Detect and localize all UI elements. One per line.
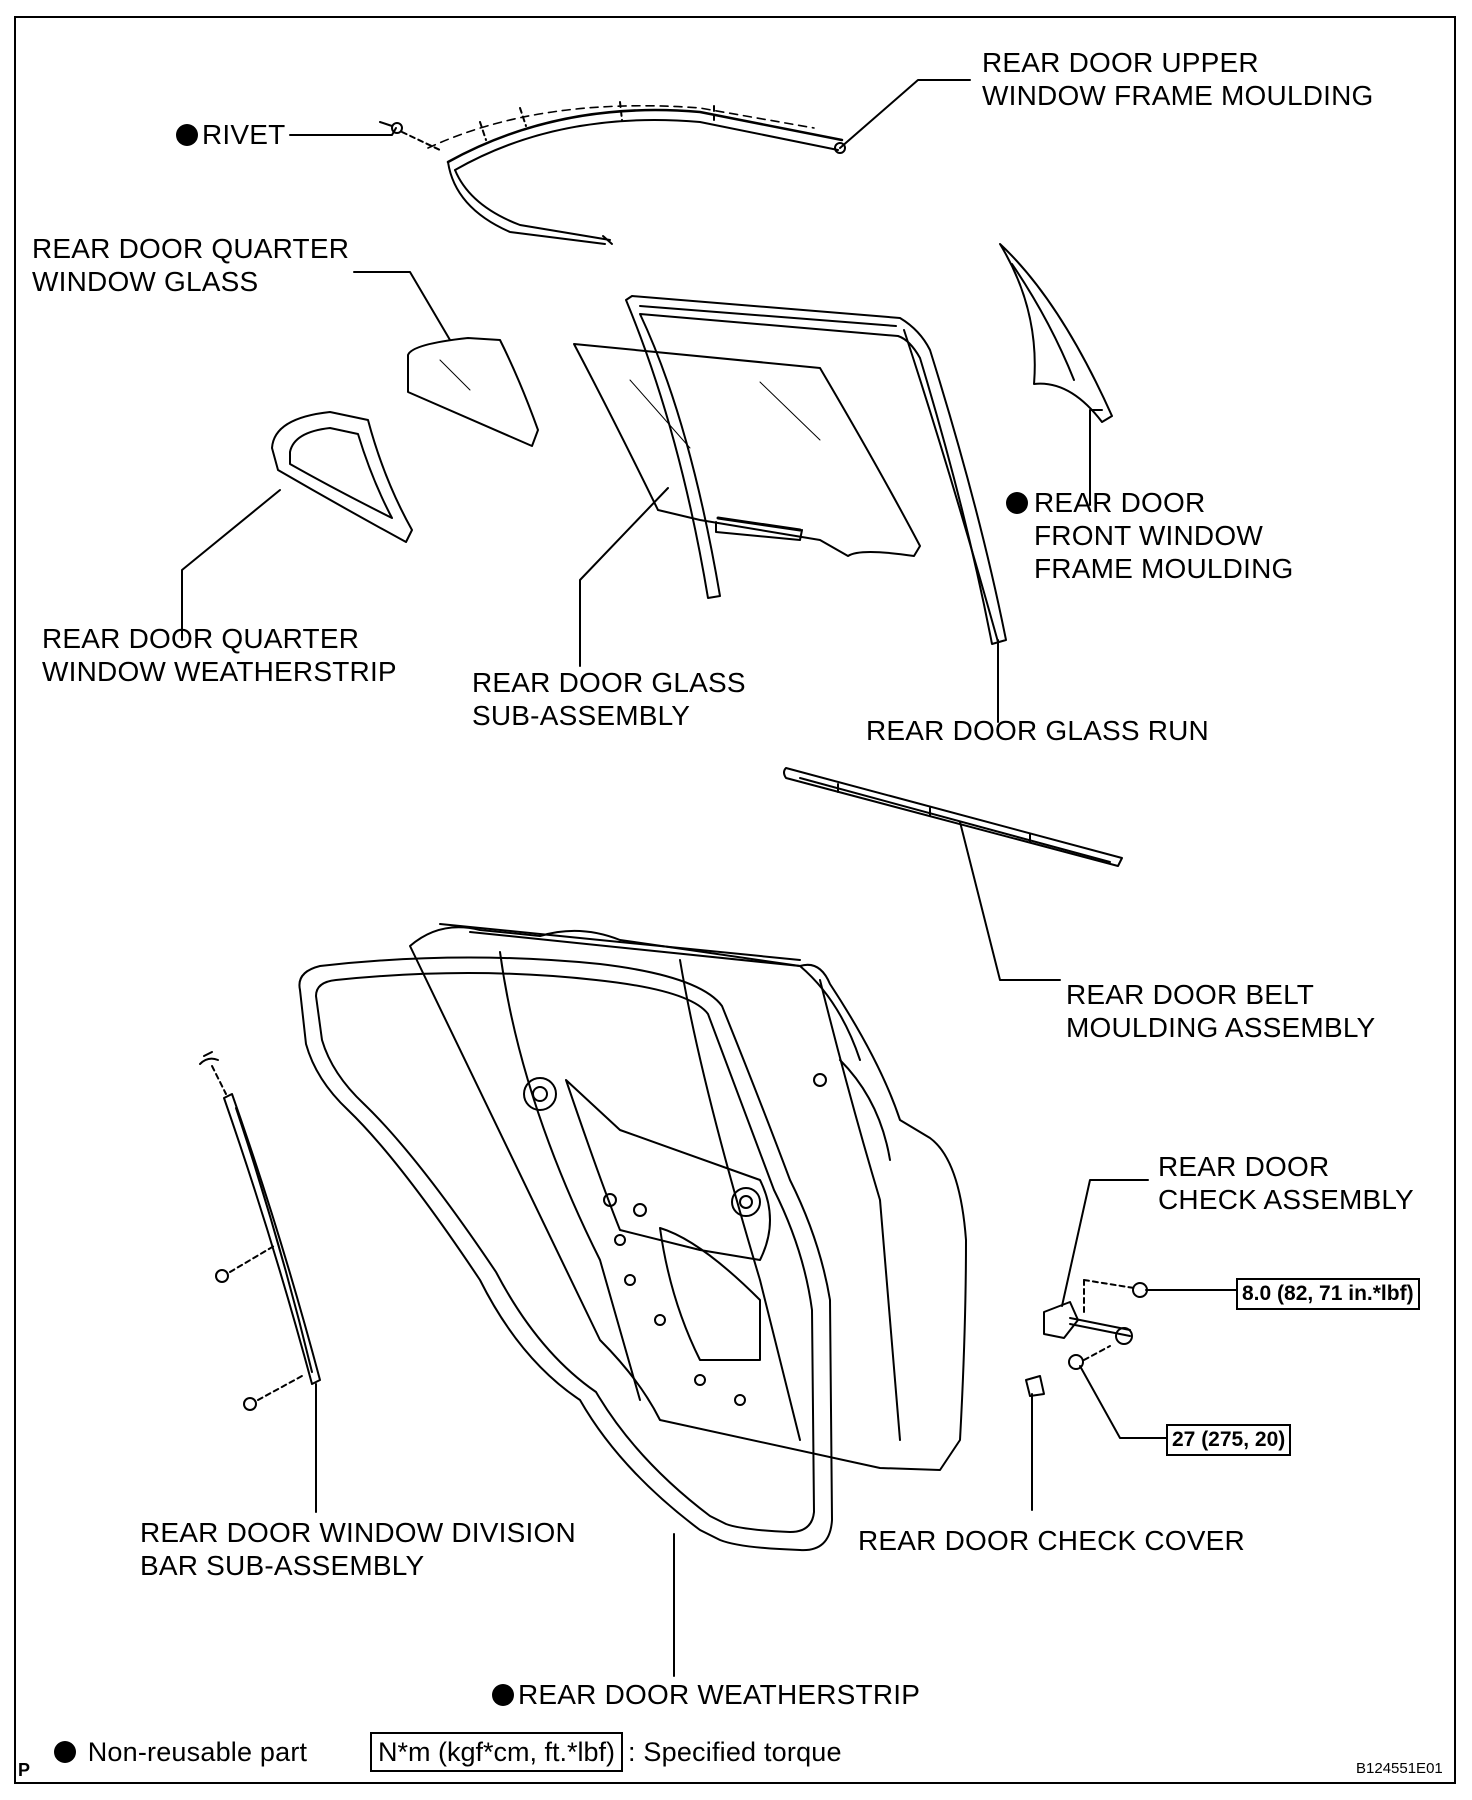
label-glass-run: REAR DOOR GLASS RUN — [866, 715, 1209, 746]
label-belt-moulding-assembly: REAR DOOR BELT MOULDING ASSEMBLY — [1066, 979, 1376, 1043]
rivet-part — [379, 121, 441, 151]
quarter-window-weatherstrip — [271, 411, 413, 543]
door-glass-subassembly — [573, 343, 921, 557]
torque-spec-check-bolt: 27 (275, 20) — [1166, 1424, 1292, 1456]
door-glass-run — [625, 295, 1007, 645]
window-division-bar — [199, 1051, 321, 1411]
legend-torque-unit-box: N*m (kgf*cm, ft.*lbf) — [370, 1732, 624, 1772]
label-door-weatherstrip: REAR DOOR WEATHERSTRIP — [492, 1678, 920, 1711]
footer-page-mark: P — [18, 1760, 31, 1780]
torque-spec-check-nut: 8.0 (82, 71 in.*lbf) — [1236, 1278, 1420, 1310]
leader-lines — [181, 79, 1237, 1677]
door-weatherstrip — [298, 956, 833, 1552]
upper-window-frame-moulding — [427, 101, 846, 245]
door-panel — [409, 923, 967, 1471]
label-quarter-window-weatherstrip: REAR DOOR QUARTER WINDOW WEATHERSTRIP — [42, 623, 397, 687]
label-quarter-window-glass: REAR DOOR QUARTER WINDOW GLASS — [32, 233, 350, 297]
belt-moulding-assembly — [783, 767, 1123, 867]
figure-code: B124551E01 — [1356, 1760, 1443, 1777]
non-reusable-dot-icon — [1006, 492, 1028, 514]
label-upper-window-frame-moulding: REAR DOOR UPPER WINDOW FRAME MOULDING — [982, 47, 1374, 111]
label-check-cover: REAR DOOR CHECK COVER — [858, 1525, 1245, 1556]
non-reusable-dot-icon — [54, 1741, 76, 1763]
diagram-frame — [14, 16, 1456, 1784]
front-window-frame-moulding — [999, 243, 1113, 423]
non-reusable-dot-icon — [492, 1684, 514, 1706]
label-window-division-bar: REAR DOOR WINDOW DIVISION BAR SUB-ASSEMB… — [140, 1517, 576, 1581]
non-reusable-dot-icon — [176, 124, 198, 146]
label-front-window-frame-moulding: REAR DOOR FRONT WINDOW FRAME MOULDING — [1006, 486, 1293, 585]
label-check-assembly: REAR DOOR CHECK ASSEMBLY — [1158, 1151, 1414, 1215]
legend-non-reusable: Non-reusable part — [54, 1736, 307, 1769]
door-check-assembly — [1025, 1279, 1148, 1397]
quarter-window-glass — [407, 337, 539, 447]
label-rivet: RIVET — [176, 118, 285, 151]
legend-torque-description: : Specified torque — [628, 1737, 842, 1767]
label-glass-subassembly: REAR DOOR GLASS SUB-ASSEMBLY — [472, 667, 746, 731]
